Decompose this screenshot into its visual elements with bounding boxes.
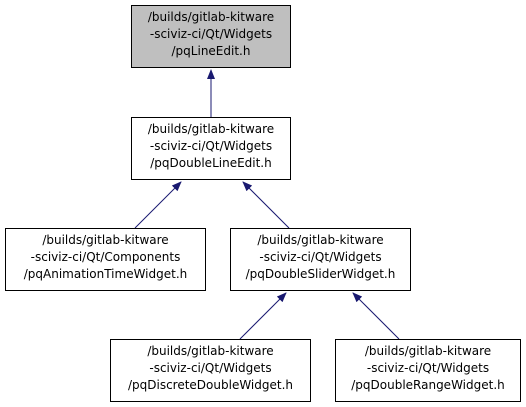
node-path-line: -sciviz-ci/Qt/Components [30, 250, 181, 264]
node-pqdoubleslider[interactable]: /builds/gitlab-kitware -sciviz-ci/Qt/Wid… [230, 228, 411, 291]
node-path-line: /builds/gitlab-kitware [42, 233, 169, 247]
node-path-line: -sciviz-ci/Qt/Widgets [149, 361, 272, 375]
node-path-line: /builds/gitlab-kitware [147, 10, 275, 24]
edge-pqdoubleslider-to-pqdoublelineedit [242, 181, 290, 229]
node-pqdoublelineedit[interactable]: /builds/gitlab-kitware -sciviz-ci/Qt/Wid… [131, 117, 291, 180]
node-pqdoublerange[interactable]: /builds/gitlab-kitware -sciviz-ci/Qt/Wid… [335, 339, 521, 402]
node-path-line: /builds/gitlab-kitware [257, 233, 384, 247]
node-file-line: /pqLineEdit.h [171, 44, 251, 58]
node-pqanimationtimewidget[interactable]: /builds/gitlab-kitware -sciviz-ci/Qt/Com… [5, 228, 206, 291]
node-file-line: /pqDoubleLineEdit.h [150, 156, 272, 170]
node-path-line: -sciviz-ci/Qt/Widgets [366, 361, 490, 375]
node-file-line: /pqDoubleRangeWidget.h [351, 378, 505, 392]
edge-pqanimationtimewidget-to-pqdoublelineedit [134, 181, 182, 229]
node-pqlineedit: /builds/gitlab-kitware -sciviz-ci/Qt/Wid… [131, 5, 291, 68]
node-file-line: /pqDiscreteDoubleWidget.h [127, 378, 294, 392]
node-file-line: /pqAnimationTimeWidget.h [23, 267, 188, 281]
node-file-line: /pqDoubleSliderWidget.h [245, 267, 396, 281]
node-path-line: /builds/gitlab-kitware [147, 122, 275, 136]
node-path-line: -sciviz-ci/Qt/Widgets [149, 139, 273, 153]
node-path-line: /builds/gitlab-kitware [364, 344, 492, 358]
edge-pqdoublerange-to-pqdoubleslider [352, 292, 400, 340]
node-path-line: -sciviz-ci/Qt/Widgets [149, 27, 273, 41]
node-path-line: /builds/gitlab-kitware [147, 344, 274, 358]
node-path-line: -sciviz-ci/Qt/Widgets [259, 250, 382, 264]
node-pqdiscretedouble[interactable]: /builds/gitlab-kitware -sciviz-ci/Qt/Wid… [110, 339, 311, 402]
edge-pqdiscretedouble-to-pqdoubleslider [239, 292, 287, 340]
